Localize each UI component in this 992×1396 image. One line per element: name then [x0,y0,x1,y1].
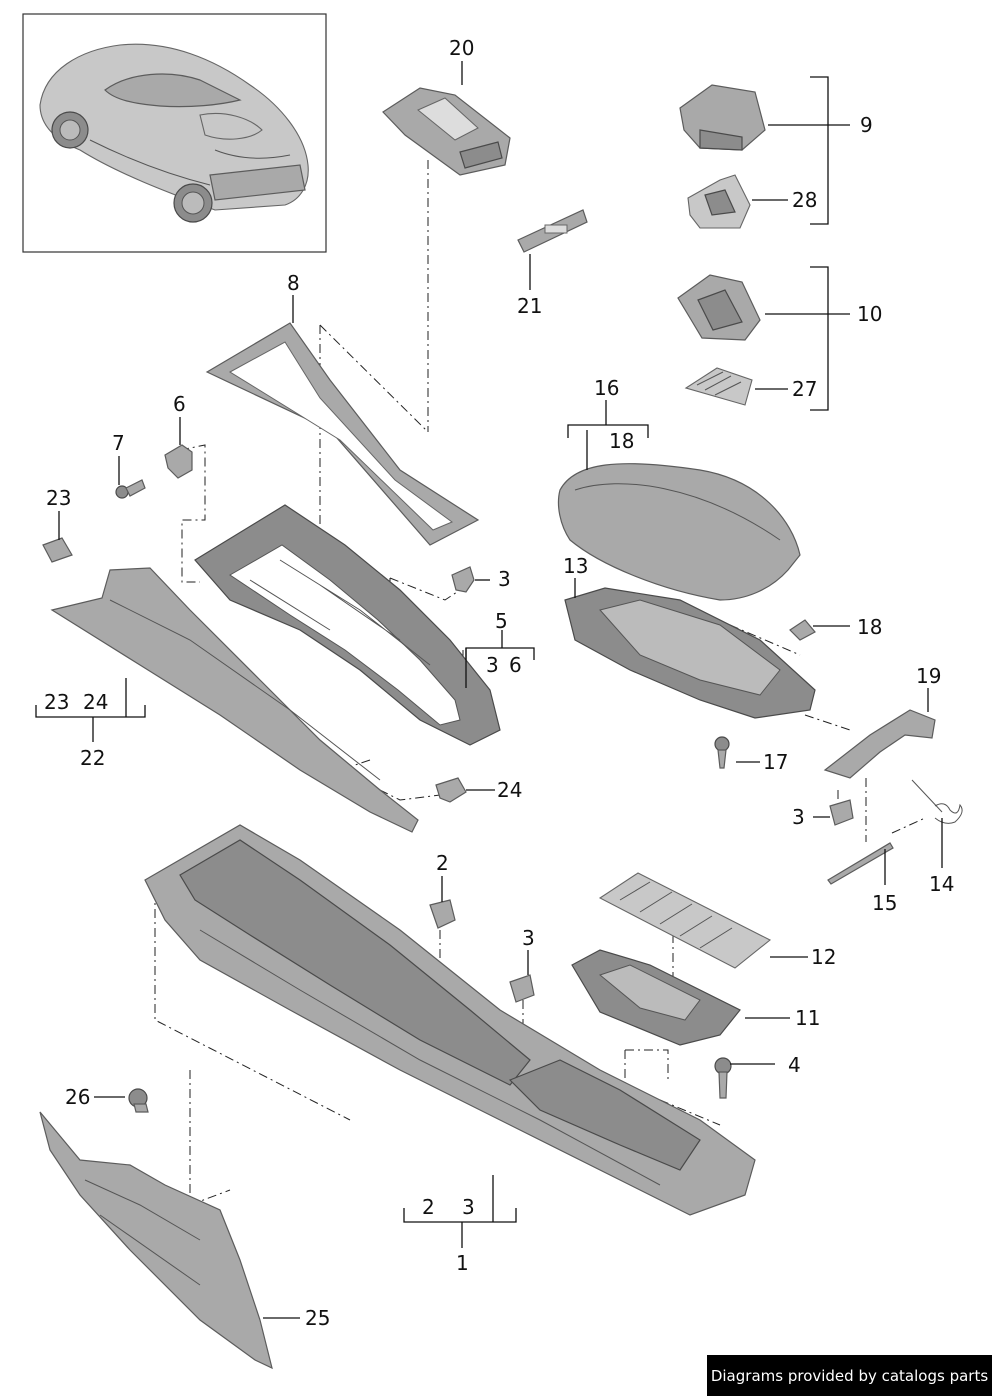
part-23-clip [42,537,73,563]
part-11-tray [571,949,741,1046]
part-support-frame [194,504,501,746]
callout-10: 10 [857,302,882,326]
callout-20: 20 [449,36,474,60]
callout-22-sub-24: 24 [83,690,108,714]
part-19-bracket [823,709,936,779]
part-3-clip-lower [509,974,535,1003]
part-26-screw [128,1088,149,1113]
part-6-bracket [164,444,193,479]
footer-credit: Diagrams provided by catalogs parts [707,1355,992,1396]
part-3-clip-right [829,799,854,826]
callout-1-sub-2: 2 [422,1195,435,1219]
part-25-side-panel [39,1111,273,1370]
callout-23: 23 [46,486,71,510]
callout-6-frame: 6 [173,392,186,416]
callout-13: 13 [563,554,588,578]
part-3-clip-upper [451,566,475,593]
part-9-storage-box [679,84,766,151]
part-22-side-trim [50,567,419,833]
callout-22: 22 [80,746,105,770]
callout-3-upper: 3 [498,567,511,591]
callout-4: 4 [788,1053,801,1077]
part-21-trim-strip [517,209,588,253]
callout-5-sub-3: 3 [486,653,499,677]
callout-2: 2 [436,851,449,875]
leader-lines [35,61,943,1319]
callout-labels: 20 9 28 21 10 27 8 16 18 6 7 23 3 13 5 3… [44,36,954,1330]
part-16-armrest [557,463,801,601]
part-2-clip [429,899,456,929]
callout-1-sub-3: 3 [462,1195,475,1219]
part-27-mat [684,367,753,406]
callout-22-sub-23: 23 [44,690,69,714]
part-10-cup-holder [677,274,761,341]
part-28-insert [687,174,751,229]
callout-21: 21 [517,294,542,318]
callout-11: 11 [795,1006,820,1030]
callout-8: 8 [287,271,300,295]
part-13-armrest-base [564,587,816,719]
part-8-trim-frame [205,322,480,546]
callout-5: 5 [495,609,508,633]
callout-24: 24 [497,778,522,802]
callout-26: 26 [65,1085,90,1109]
part-17-screw [714,736,730,769]
callout-17: 17 [763,750,788,774]
callout-3-right: 3 [792,805,805,829]
callout-3-lower: 3 [522,926,535,950]
part-1-center-console [144,824,756,1216]
part-12-mat [598,872,772,969]
part-4-screw [714,1057,732,1099]
callout-27: 27 [792,377,817,401]
callout-25: 25 [305,1306,330,1330]
part-15-pin [827,842,894,885]
callout-7: 7 [112,431,125,455]
part-18-clip [789,619,816,641]
callout-1: 1 [456,1251,469,1275]
part-14-spring [911,779,963,824]
vehicle-thumbnail [22,13,327,253]
callout-12: 12 [811,945,836,969]
part-20-shift-cover [382,87,511,176]
callout-15: 15 [872,891,897,915]
callout-9: 9 [860,113,873,137]
part-24-grommet [435,777,467,803]
callout-5-sub-6: 6 [509,653,522,677]
callout-18-armrest: 18 [609,429,634,453]
callout-19: 19 [916,664,941,688]
callout-14: 14 [929,872,954,896]
part-7-screw [115,479,146,499]
callout-18: 18 [857,615,882,639]
callout-28: 28 [792,188,817,212]
callout-16: 16 [594,376,619,400]
